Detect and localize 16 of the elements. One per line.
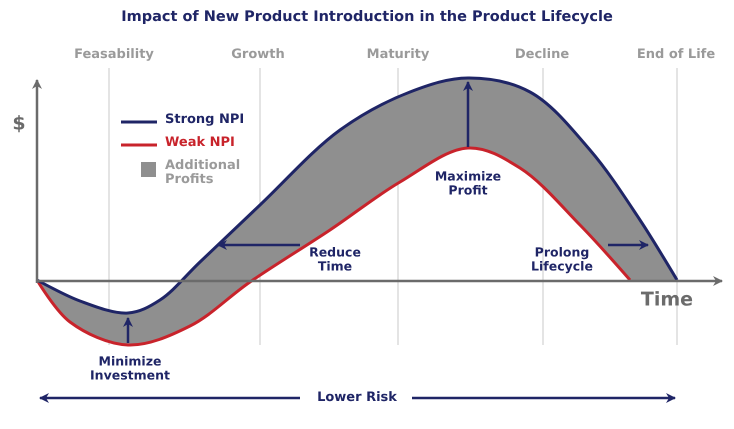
chart-title: Impact of New Product Introduction in the Product Lifecycle — [121, 10, 613, 26]
phase-label: Decline — [514, 48, 570, 62]
axis-label: $ — [12, 114, 26, 134]
annotation-label: Reduce Time — [308, 245, 362, 273]
phase-label: End of Life — [636, 48, 716, 62]
legend-label: Strong NPI — [165, 113, 246, 128]
axis-label: Time — [640, 290, 694, 310]
legend-label: Additional Profits — [165, 159, 242, 188]
phase-label: Growth — [231, 48, 285, 62]
phase-label: Maturity — [366, 48, 430, 62]
legend-label: Weak NPI — [165, 136, 236, 150]
annotation-label: Prolong Lifecycle — [530, 245, 594, 273]
annotation-label: Minimize Investment — [89, 354, 171, 382]
annotation-label: Maximize Profit — [434, 169, 502, 197]
annotation-label: Lower Risk — [317, 390, 397, 406]
phase-label: Feasability — [74, 48, 154, 62]
